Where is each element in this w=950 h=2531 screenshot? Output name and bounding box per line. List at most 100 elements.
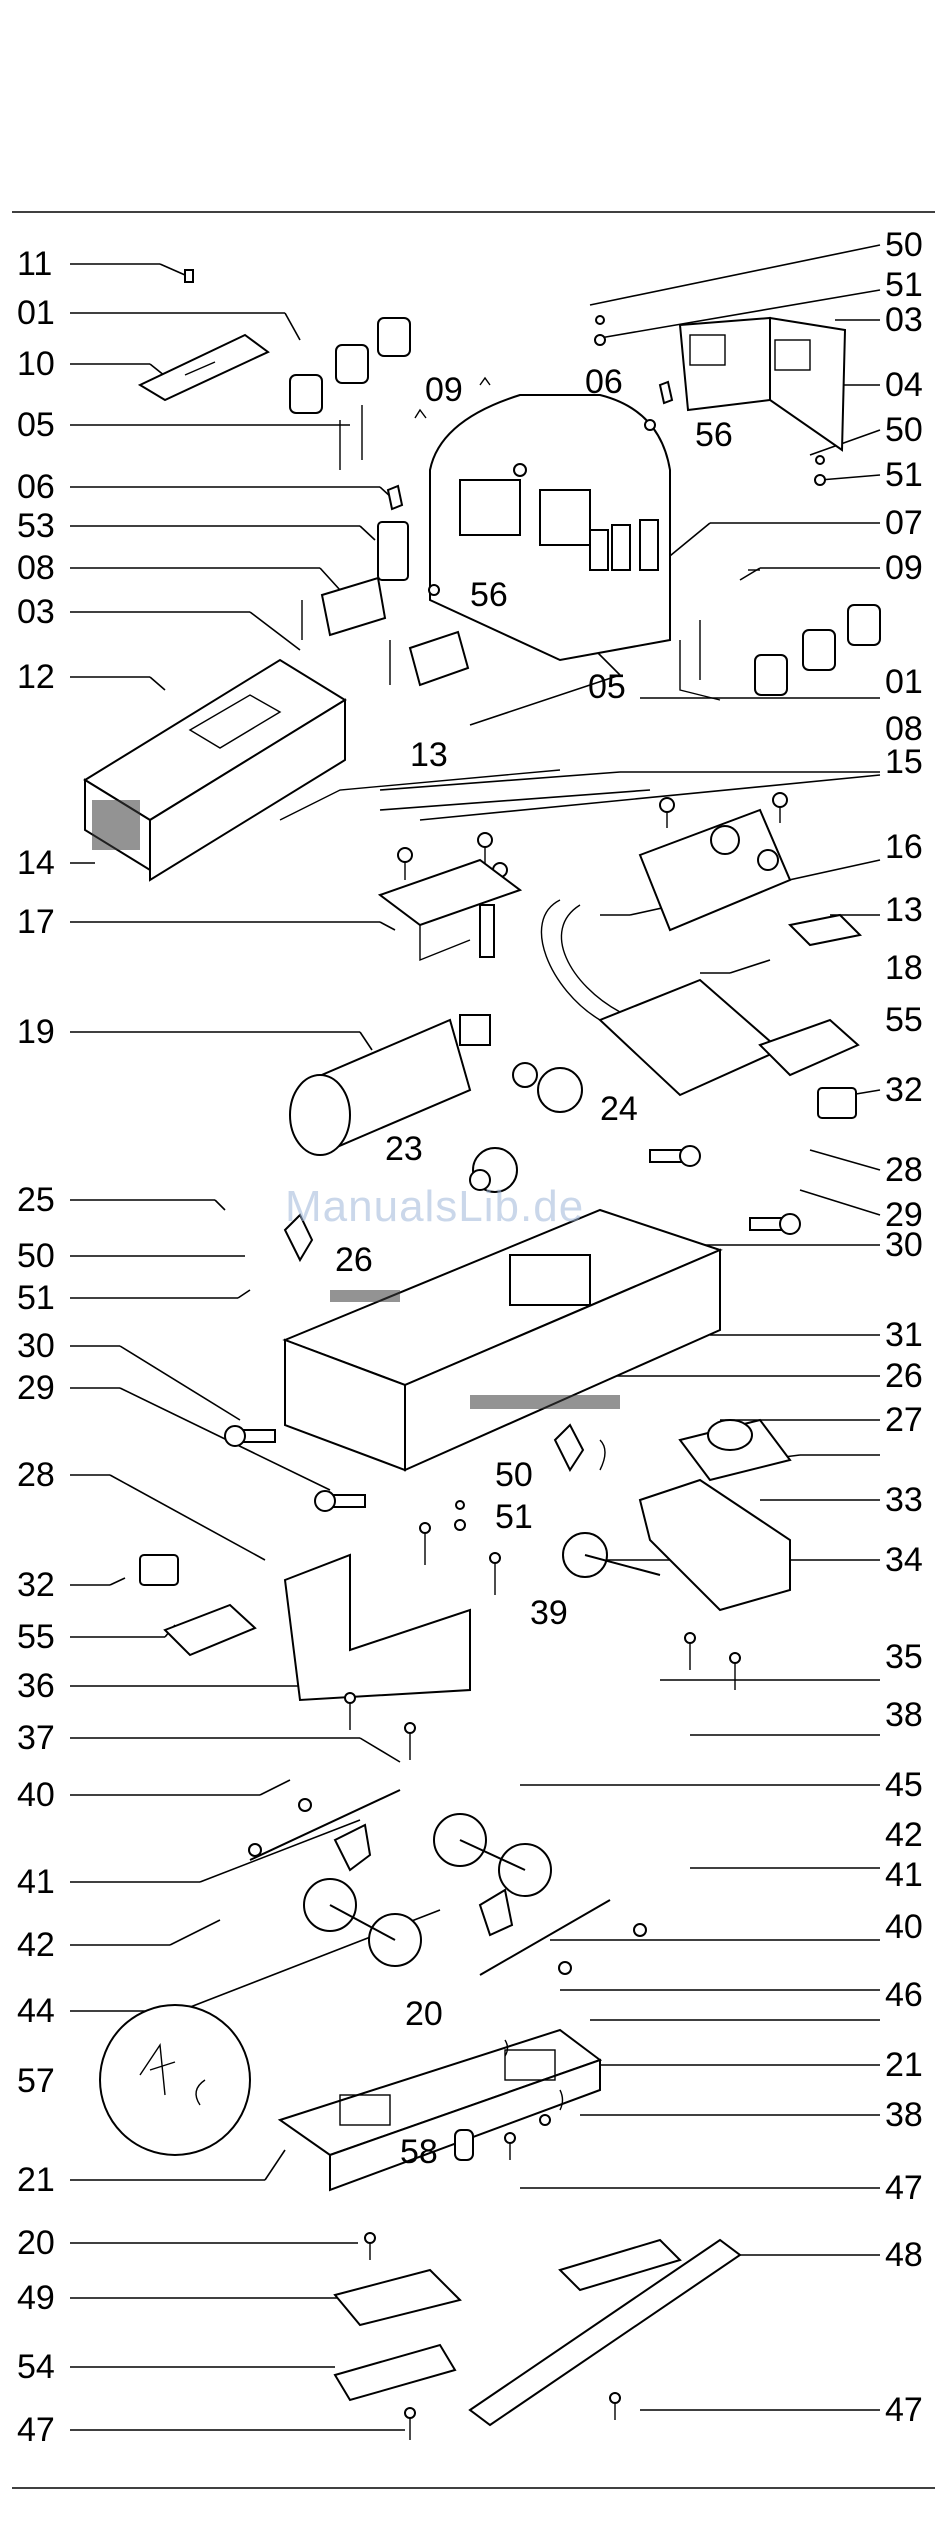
part-label-10: 10 [17, 347, 55, 381]
part-05-wires-right [680, 570, 760, 700]
part-46-base-frame [280, 2030, 600, 2190]
part-label-14: 14 [17, 846, 55, 880]
part-label-47: 47 [17, 2413, 55, 2447]
part-label-42-right: 42 [885, 1818, 923, 1852]
part-label-56-inline-2: 56 [470, 578, 508, 612]
part-label-54: 54 [17, 2350, 55, 2384]
part-55-right [760, 1020, 858, 1075]
part-label-04: 04 [885, 368, 923, 402]
part-label-49: 49 [17, 2281, 55, 2315]
part-58-spacer [455, 2130, 473, 2160]
part-32-right [818, 1088, 856, 1118]
part-label-13: 13 [410, 738, 448, 772]
part-label-38: 38 [885, 1698, 923, 1732]
part-01-lamps-right [755, 605, 880, 695]
part-label-53: 53 [17, 509, 55, 543]
part-label-01-right: 01 [885, 665, 923, 699]
part-label-06: 06 [17, 470, 55, 504]
part-label-40: 40 [17, 1778, 55, 1812]
part-42-41-40-right [480, 1890, 646, 1975]
part-label-31: 31 [885, 1318, 923, 1352]
part-label-20: 20 [17, 2226, 55, 2260]
part-label-38-right: 38 [885, 2098, 923, 2132]
part-13-wire [280, 770, 560, 820]
part-label-12: 12 [17, 660, 55, 694]
part-label-58: 58 [400, 2135, 438, 2169]
part-label-45: 45 [885, 1768, 923, 1802]
part-label-25: 25 [17, 1183, 55, 1217]
part-36-frame [285, 1555, 470, 1700]
part-label-51-right-2: 51 [885, 458, 923, 492]
part-label-57: 57 [17, 2064, 55, 2098]
part-label-20-inline: 20 [405, 1997, 443, 2031]
part-label-47-right-2: 47 [885, 2393, 923, 2427]
part-24-gear [513, 1063, 582, 1112]
part-label-03-right: 03 [885, 303, 923, 337]
part-label-21-right: 21 [885, 2048, 923, 2082]
part-label-18: 18 [885, 951, 923, 985]
part-label-40-right: 40 [885, 1910, 923, 1944]
part-39-screws [420, 1523, 500, 1595]
part-label-50-right-2: 50 [885, 413, 923, 447]
part-label-50-inline: 50 [495, 1458, 533, 1492]
part-label-55: 55 [17, 1620, 55, 1654]
part-label-29: 29 [17, 1371, 55, 1405]
part-16-board [640, 810, 790, 930]
part-label-34: 34 [885, 1543, 923, 1577]
part-label-17: 17 [17, 905, 55, 939]
part-label-50-right: 50 [885, 228, 923, 262]
part-01-lamps-left [290, 318, 410, 413]
part-44-wheelset [304, 1879, 421, 1966]
part-12-14-hood [85, 660, 345, 880]
part-13-socket [790, 915, 860, 945]
watermark: ManualsLib.de [285, 1182, 584, 1232]
part-label-56-inline: 56 [695, 418, 733, 452]
part-label-09: 09 [885, 551, 923, 585]
part-08-window-right [410, 632, 468, 685]
part-label-44: 44 [17, 1994, 55, 2028]
part-label-47-right: 47 [885, 2171, 923, 2205]
part-label-42: 42 [17, 1928, 55, 1962]
part-06-53-light [378, 486, 408, 580]
part-18-decoder [541, 900, 780, 1095]
part-label-08-right: 08 [885, 712, 923, 746]
part-54-plate [335, 2345, 455, 2400]
part-29-30-pins-right [650, 1146, 800, 1234]
part-label-28: 28 [17, 1458, 55, 1492]
part-50-51-mid [455, 1501, 465, 1530]
part-label-37: 37 [17, 1721, 55, 1755]
part-label-55-right: 55 [885, 1003, 923, 1037]
part-label-46: 46 [885, 1978, 923, 2012]
part-label-30: 30 [17, 1329, 55, 1363]
part-label-50: 50 [17, 1239, 55, 1273]
part-label-15: 15 [885, 745, 923, 779]
part-label-11: 11 [17, 247, 52, 281]
part-49-plate [335, 2270, 460, 2325]
part-label-06-inline: 06 [585, 365, 623, 399]
part-label-39: 39 [530, 1596, 568, 1630]
part-32-55-left [140, 1555, 255, 1655]
part-label-26-inline: 26 [335, 1243, 373, 1277]
part-label-35: 35 [885, 1640, 923, 1674]
part-label-41-right: 41 [885, 1858, 923, 1892]
part-07-cab [430, 395, 670, 660]
part-label-41: 41 [17, 1865, 55, 1899]
part-label-36: 36 [17, 1669, 55, 1703]
part-label-51-inline: 51 [495, 1500, 533, 1534]
part-label-16: 16 [885, 830, 923, 864]
part-label-23: 23 [385, 1132, 423, 1166]
part-label-03: 03 [17, 595, 55, 629]
part-label-07: 07 [885, 506, 923, 540]
part-label-19: 19 [17, 1015, 55, 1049]
part-05-wires-left [340, 405, 362, 470]
part-label-51-right: 51 [885, 268, 923, 302]
part-33 [680, 1420, 790, 1480]
part-label-28-right: 28 [885, 1153, 923, 1187]
part-label-05: 05 [17, 408, 55, 442]
part-label-01: 01 [17, 296, 55, 330]
part-label-48: 48 [885, 2238, 923, 2272]
part-label-13-right: 13 [885, 893, 923, 927]
part-label-32: 32 [17, 1568, 55, 1602]
